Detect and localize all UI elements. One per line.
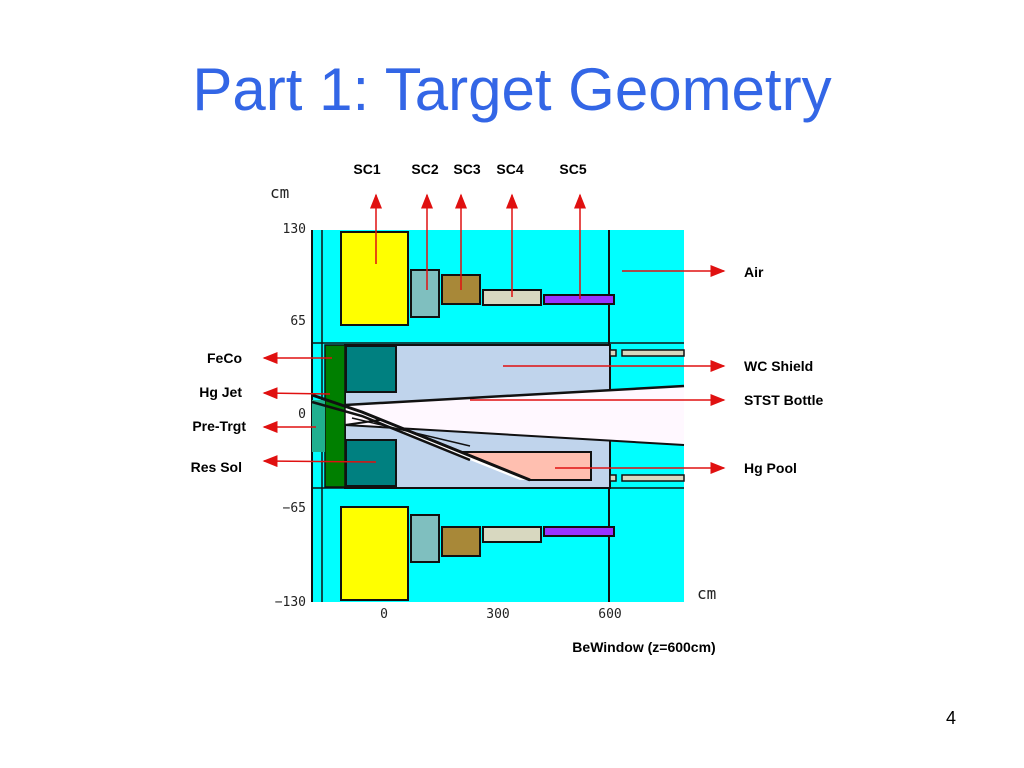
arrow-hg-jet [262,387,331,400]
label-sc1: SC1 [353,161,380,177]
sc4-coil-bottom [482,526,542,543]
label-sc3: SC3 [453,161,480,177]
tube-lower [621,474,685,482]
feco-region [324,344,346,488]
y-axis-unit: cm [270,183,289,202]
tube-upper [621,349,685,357]
res-sol-upper [345,345,397,393]
label-res-sol: Res Sol [191,459,242,475]
y-tick: −65 [283,501,306,516]
x-tick: 300 [486,607,509,622]
hg-jet-line-5 [344,419,381,426]
sc5-coil-top [543,294,615,305]
label-hg-jet: Hg Jet [199,384,242,400]
pre-target-region [312,400,325,452]
arrow-res-sol [262,455,377,468]
slide-number: 4 [946,708,957,728]
sc1-coil-top [340,231,409,326]
label-wc-shield: WC Shield [744,358,813,374]
label-pre-trgt: Pre-Trgt [192,418,246,434]
bottle-wall-upper [344,384,685,407]
label-air: Air [744,264,764,280]
y-tick: 65 [290,314,306,329]
slide-title: Part 1: Target Geometry [192,56,832,123]
tube-stub-lower [609,474,617,482]
sc2-coil-bottom [410,514,440,563]
hg-jet-line-2 [311,400,471,462]
label-hg-pool: Hg Pool [744,460,797,476]
label-sc5: SC5 [559,161,586,177]
be-window-note: BeWindow (z=600cm) [572,639,715,655]
res-sol-lower [345,439,397,487]
sc2-coil-top [410,269,440,318]
sc1-coil-bottom [340,506,409,601]
label-stst-bottle: STST Bottle [744,392,824,408]
hg-jet-line-4 [351,417,471,447]
tube-stub-upper [609,349,617,357]
y-tick: 130 [283,222,306,237]
x-tick: 600 [598,607,621,622]
label-sc4: SC4 [496,161,523,177]
sc3-coil-bottom [441,526,481,557]
x-tick: 0 [380,607,388,622]
y-tick: 0 [298,407,306,422]
label-feco: FeCo [207,350,242,366]
x-axis-unit: cm [697,584,716,603]
sc5-coil-bottom [543,526,615,537]
y-tick: −130 [275,595,306,610]
label-sc2: SC2 [411,161,438,177]
